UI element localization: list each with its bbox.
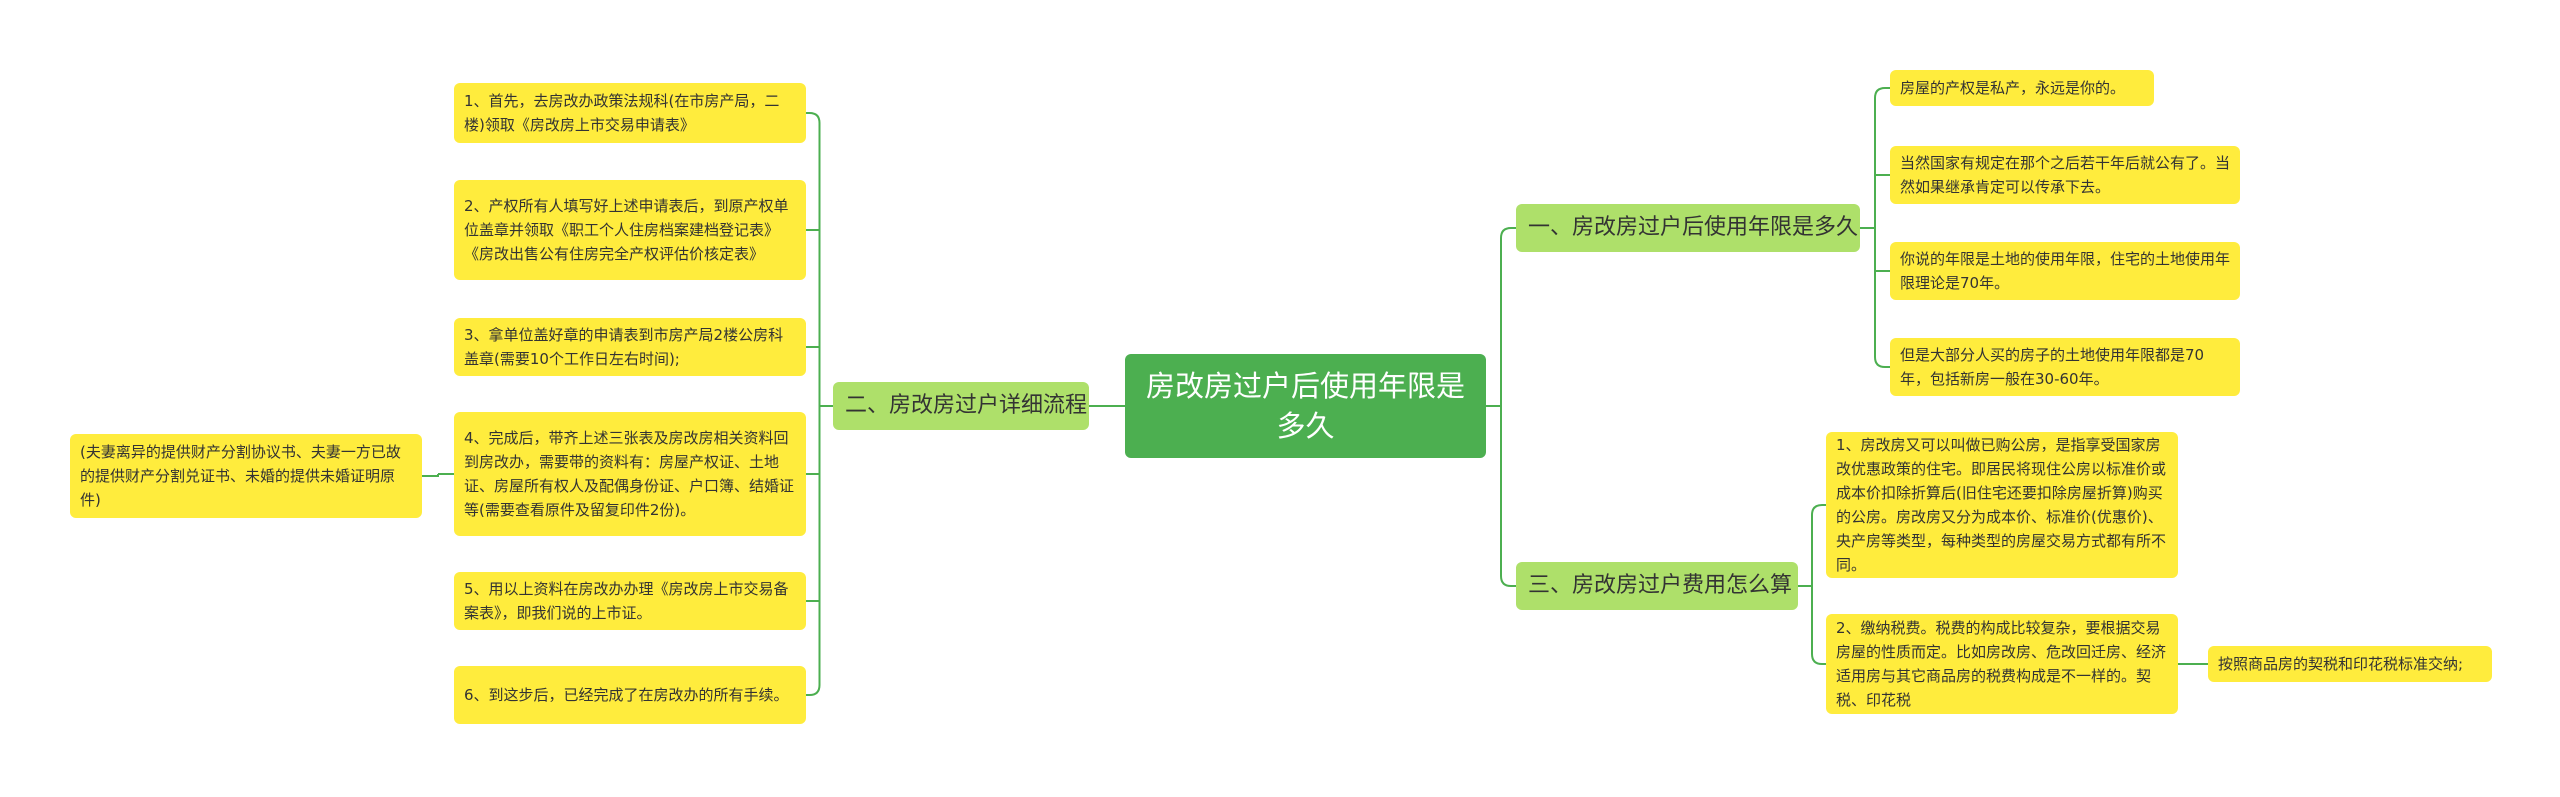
connector-14	[806, 684, 821, 696]
connector-25	[1811, 504, 1826, 516]
right1-leaf-4[interactable]: 但是大部分人买的房子的土地使用年限都是70年，包括新房一般在30-60年。	[1890, 338, 2240, 396]
connector-26	[1811, 653, 1826, 665]
right1-leaf-1[interactable]: 房屋的产权是私产，永远是你的。	[1890, 70, 2154, 106]
left-sub-note[interactable]: (夫妻离异的提供财产分割协议书、夫妻一方已故的提供财产分割兑证书、未婚的提供未婚…	[70, 434, 422, 518]
left-leaf-6[interactable]: 6、到这步后，已经完成了在房改办的所有手续。	[454, 666, 806, 724]
connector-22	[1874, 356, 1890, 368]
connector-9	[806, 112, 821, 124]
branch-right-fee[interactable]: 三、房改房过户费用怎么算	[1516, 562, 1798, 610]
left-leaf-4[interactable]: 4、完成后，带齐上述三张表及房改房相关资料回到房改办，需要带的资料有：房屋产权证…	[454, 412, 806, 536]
right2-leaf-2[interactable]: 2、缴纳税费。税费的构成比较复杂，要根据交易房屋的性质而定。比如房改房、危改回迁…	[1826, 614, 2178, 714]
branch-left-process[interactable]: 二、房改房过户详细流程	[833, 382, 1089, 430]
right1-leaf-3[interactable]: 你说的年限是土地的使用年限，住宅的土地使用年限理论是70年。	[1890, 242, 2240, 300]
connector-19	[1874, 87, 1890, 99]
branch-right-usage-years[interactable]: 一、房改房过户后使用年限是多久	[1516, 204, 1860, 252]
right2-leaf-1[interactable]: 1、房改房又可以叫做已购公房，是指享受国家房改优惠政策的住宅。即居民将现住公房以…	[1826, 432, 2178, 578]
left-leaf-5[interactable]: 5、用以上资料在房改办办理《房改房上市交易备案表》，即我们说的上市证。	[454, 572, 806, 630]
connector-16	[422, 474, 439, 477]
connector-4	[1500, 575, 1516, 587]
root-node[interactable]: 房改房过户后使用年限是多久	[1125, 354, 1486, 458]
right2-sub-note[interactable]: 按照商品房的契税和印花税标准交纳;	[2208, 646, 2492, 682]
left-leaf-3[interactable]: 3、拿单位盖好章的申请表到市房产局2楼公房科盖章(需要10个工作日左右时间);	[454, 318, 806, 376]
right1-leaf-2[interactable]: 当然国家有规定在那个之后若干年后就公有了。当然如果继承肯定可以传承下去。	[1890, 146, 2240, 204]
left-leaf-2[interactable]: 2、产权所有人填写好上述申请表后，到原产权单位盖章并领取《职工个人住房档案建档登…	[454, 180, 806, 280]
left-leaf-1[interactable]: 1、首先，去房改办政策法规科(在市房产局，二楼)领取《房改房上市交易申请表》	[454, 83, 806, 143]
connector-3	[1500, 227, 1516, 239]
